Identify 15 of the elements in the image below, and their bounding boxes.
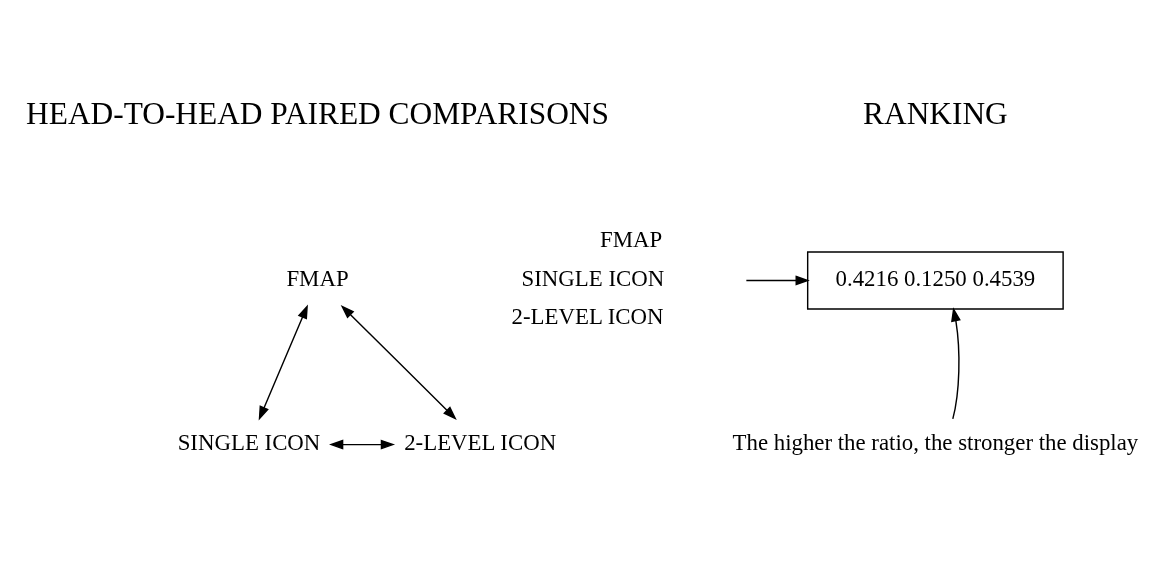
label: FMAP [600, 227, 663, 253]
node-text: 2-LEVEL ICON [404, 430, 557, 456]
node-text: The higher the ratio, the stronger the display [732, 430, 1139, 456]
label: HEAD-TO-HEAD PAIRED COMPARISONS [26, 96, 609, 132]
arrow [340, 304, 457, 420]
label: RANKING [863, 96, 1008, 132]
node-box: 0.4216 0.1250 0.4539 [806, 251, 1064, 310]
node-text: FMAP [286, 265, 349, 291]
arrow [258, 304, 308, 421]
node-text: SINGLE ICON [177, 430, 321, 456]
arrow [329, 439, 396, 450]
arrow [951, 307, 961, 420]
arrow [745, 275, 810, 286]
label: SINGLE ICON [521, 265, 665, 291]
label: 2-LEVEL ICON [511, 304, 664, 330]
